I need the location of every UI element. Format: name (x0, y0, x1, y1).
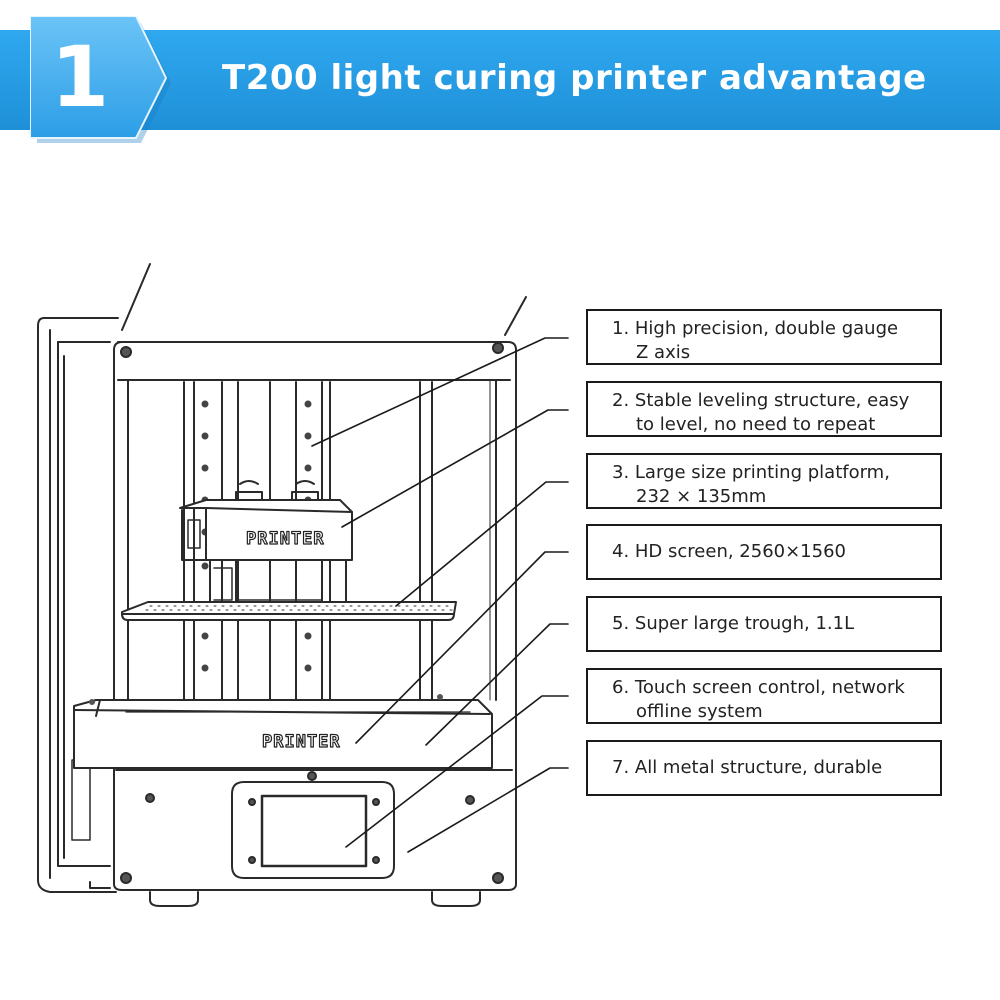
page-title: T200 light curing printer advantage (222, 58, 927, 98)
callout-line-5 (425, 623, 569, 746)
step-number: 1 (50, 28, 110, 126)
callout-line-7 (407, 767, 569, 853)
feature-box-7: 7. All metal structure, durable (586, 740, 942, 796)
callout-line-6 (345, 695, 569, 848)
feature-text: offline system (636, 701, 763, 722)
resin-vat (73, 694, 493, 769)
printer-feet (89, 881, 481, 907)
feature-box-3: 3. Large size printing platform, 232 × 1… (586, 453, 942, 509)
feature-text: 7. All metal structure, durable (612, 757, 883, 778)
callout-line-2 (341, 409, 569, 528)
feature-box-2: 2. Stable leveling structure, easy to le… (586, 381, 942, 437)
screw (120, 872, 132, 884)
build-plate (121, 601, 457, 621)
feature-text: to level, no need to repeat (636, 414, 876, 435)
touch-screen-bezel (231, 781, 395, 879)
feature-text: Z axis (636, 342, 691, 363)
callout-lines (311, 337, 569, 853)
screw (120, 346, 132, 358)
feature-box-1: 1. High precision, double gauge Z axis (586, 309, 942, 365)
feature-box-5: 5. Super large trough, 1.1L (586, 596, 942, 652)
feature-box-4: 4. HD screen, 2560×1560 (586, 524, 942, 580)
lid-line-left (121, 263, 151, 331)
printer-base (115, 769, 513, 879)
feature-text: 232 × 135mm (636, 486, 767, 507)
feature-text: 5. Super large trough, 1.1L (612, 613, 855, 634)
screw (492, 342, 504, 354)
base-brand-text: PRINTER (262, 732, 341, 752)
feature-text: 6. Touch screen control, network (612, 677, 905, 698)
platform-carriage (179, 480, 353, 607)
header-banner (0, 30, 1000, 130)
callout-line-1 (311, 337, 569, 447)
feature-text: 1. High precision, double gauge (612, 318, 899, 339)
feature-text: 2. Stable leveling structure, easy (612, 390, 910, 411)
lid-line-right (504, 296, 527, 336)
platform-brand-text: PRINTER (246, 529, 325, 549)
callout-line-4 (355, 551, 569, 744)
feature-text: 3. Large size printing platform, (612, 462, 890, 483)
screw (492, 872, 504, 884)
callout-line-3 (395, 481, 569, 607)
side-panel (37, 317, 119, 893)
step-badge (30, 16, 171, 143)
front-frame (113, 341, 517, 891)
feature-text: 4. HD screen, 2560×1560 (612, 541, 846, 562)
touch-screen (260, 794, 368, 868)
feature-box-6: 6. Touch screen control, network offline… (586, 668, 942, 724)
